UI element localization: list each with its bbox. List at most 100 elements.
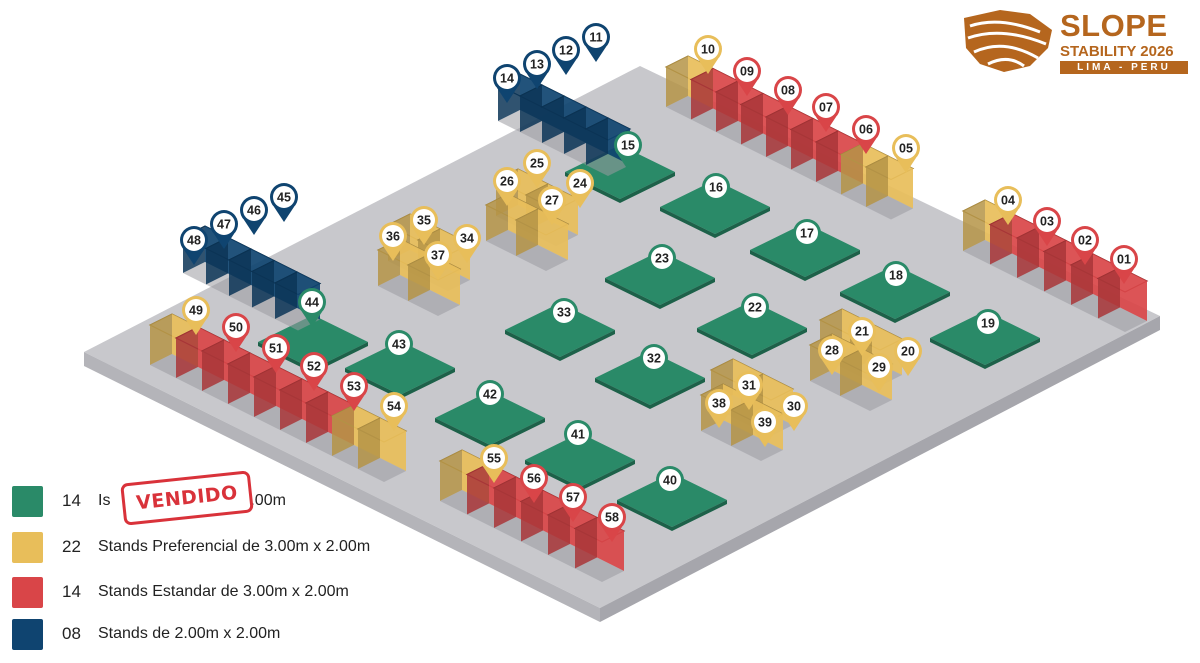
legend-text: Stands Preferencial de 3.00m x 2.00m xyxy=(98,538,371,555)
stand-marker-33[interactable]: 33 xyxy=(550,298,578,337)
stand-marker-05[interactable]: 05 xyxy=(892,134,920,173)
stand-marker-22[interactable]: 22 xyxy=(741,293,769,332)
stand-marker-38[interactable]: 38 xyxy=(705,389,733,428)
legend-count: 08 xyxy=(62,624,81,643)
stand-marker-39[interactable]: 39 xyxy=(751,408,779,447)
stand-marker-03[interactable]: 03 xyxy=(1033,207,1061,246)
stand-marker-28[interactable]: 28 xyxy=(818,336,846,375)
logo-location: LIMA - PERU xyxy=(1060,61,1188,74)
legend-text: Stands Estandar de 3.00m x 2.00m xyxy=(98,583,349,600)
stand-rows xyxy=(148,55,1149,582)
stand-marker-label: 57 xyxy=(566,491,580,505)
stand-marker-56[interactable]: 56 xyxy=(520,464,548,503)
stand-marker-label: 58 xyxy=(605,511,619,525)
stand-marker-label: 22 xyxy=(748,301,762,315)
stand-marker-36[interactable]: 36 xyxy=(379,222,407,261)
stand-marker-52[interactable]: 52 xyxy=(300,352,328,391)
stand-marker-11[interactable]: 11 xyxy=(582,23,610,62)
stand-marker-26[interactable]: 26 xyxy=(493,167,521,206)
stand-marker-label: 35 xyxy=(417,214,431,228)
legend-swatch-preferential xyxy=(12,531,43,563)
stand-marker-07[interactable]: 07 xyxy=(812,93,840,132)
stand-marker-20[interactable]: 20 xyxy=(894,337,922,376)
stand-marker-label: 33 xyxy=(557,306,571,320)
stand-marker-label: 51 xyxy=(269,342,283,356)
stand-marker-18[interactable]: 18 xyxy=(882,261,910,300)
stand-marker-label: 46 xyxy=(247,204,261,218)
stand-marker-55[interactable]: 55 xyxy=(480,444,508,483)
stand-marker-label: 39 xyxy=(758,416,772,430)
stand-marker-45[interactable]: 45 xyxy=(270,183,298,222)
stand-marker-37[interactable]: 37 xyxy=(424,241,452,280)
stand-marker-label: 01 xyxy=(1117,253,1131,267)
legend-text: Is xyxy=(98,492,111,509)
legend-row-small: 08 Stands de 2.00m x 2.00m xyxy=(12,617,452,651)
stand-marker-04[interactable]: 04 xyxy=(994,186,1022,225)
stand-marker-13[interactable]: 13 xyxy=(523,50,551,89)
stand-marker-label: 32 xyxy=(647,352,661,366)
stand-marker-49[interactable]: 49 xyxy=(182,296,210,335)
stand-marker-label: 42 xyxy=(483,388,497,402)
legend-swatch-standard xyxy=(12,576,43,608)
logo-title: SLOPE xyxy=(1060,8,1168,43)
stand-marker-01[interactable]: 01 xyxy=(1110,245,1138,284)
stand-marker-25[interactable]: 25 xyxy=(523,149,551,188)
stand-marker-09[interactable]: 09 xyxy=(733,57,761,96)
stand-marker-54[interactable]: 54 xyxy=(380,392,408,431)
stand-marker-27[interactable]: 27 xyxy=(538,186,566,225)
stand-marker-32[interactable]: 32 xyxy=(640,344,668,383)
stand-row-left xyxy=(148,313,408,482)
stand-marker-17[interactable]: 17 xyxy=(793,219,821,258)
stand-marker-16[interactable]: 16 xyxy=(702,173,730,212)
legend-row-preferential: 22 Stands Preferencial de 3.00m x 2.00m xyxy=(12,530,452,564)
stand-marker-label: 04 xyxy=(1001,194,1015,208)
stand-marker-15[interactable]: 15 xyxy=(614,131,642,170)
stand-marker-label: 28 xyxy=(825,344,839,358)
stand-row-bottom xyxy=(438,449,626,582)
stand-marker-53[interactable]: 53 xyxy=(340,372,368,411)
stand-marker-40[interactable]: 40 xyxy=(656,466,684,505)
legend-count: 14 xyxy=(62,582,81,601)
stand-marker-43[interactable]: 43 xyxy=(385,330,413,369)
stand-marker-47[interactable]: 47 xyxy=(210,210,238,249)
floor-edge xyxy=(84,352,600,622)
stand-marker-42[interactable]: 42 xyxy=(476,380,504,419)
stand-marker-41[interactable]: 41 xyxy=(564,420,592,459)
stand-marker-12[interactable]: 12 xyxy=(552,36,580,75)
stand-marker-29[interactable]: 29 xyxy=(865,353,893,392)
stand-marker-19[interactable]: 19 xyxy=(974,309,1002,348)
legend-text: Stands de 2.00m x 2.00m xyxy=(98,625,281,642)
stand-marker-46[interactable]: 46 xyxy=(240,196,268,235)
stand-marker-label: 23 xyxy=(655,252,669,266)
stand-marker-02[interactable]: 02 xyxy=(1071,226,1099,265)
stand-marker-30[interactable]: 30 xyxy=(780,392,808,431)
stand-marker-51[interactable]: 51 xyxy=(262,334,290,373)
stand-marker-label: 16 xyxy=(709,181,723,195)
stand-marker-57[interactable]: 57 xyxy=(559,483,587,522)
stand-marker-21[interactable]: 21 xyxy=(848,317,876,356)
stand-marker-label: 56 xyxy=(527,472,541,486)
stand-marker-label: 48 xyxy=(187,234,201,248)
stand-marker-50[interactable]: 50 xyxy=(222,313,250,352)
stand-marker-06[interactable]: 06 xyxy=(852,115,880,154)
stand-marker-24[interactable]: 24 xyxy=(566,169,594,208)
stand-marker-35[interactable]: 35 xyxy=(410,206,438,245)
stand-marker-label: 11 xyxy=(589,31,602,45)
stand-marker-label: 03 xyxy=(1040,215,1054,229)
stand-marker-14[interactable]: 14 xyxy=(493,64,521,103)
stand-marker-23[interactable]: 23 xyxy=(648,244,676,283)
stand-marker-label: 54 xyxy=(387,400,401,414)
stand-marker-31[interactable]: 31 xyxy=(735,371,763,410)
stand-marker-10[interactable]: 10 xyxy=(694,35,722,74)
stand-marker-44[interactable]: 44 xyxy=(298,288,326,327)
stand-marker-58[interactable]: 58 xyxy=(598,503,626,542)
legend-count: 14 xyxy=(62,491,81,510)
island-stands xyxy=(258,145,1040,531)
stand-marker-48[interactable]: 48 xyxy=(180,226,208,265)
logo-subtitle: STABILITY 2026 xyxy=(1060,43,1174,60)
stand-marker-34[interactable]: 34 xyxy=(453,224,481,263)
stand-marker-08[interactable]: 08 xyxy=(774,76,802,115)
stand-marker-label: 21 xyxy=(855,325,869,339)
